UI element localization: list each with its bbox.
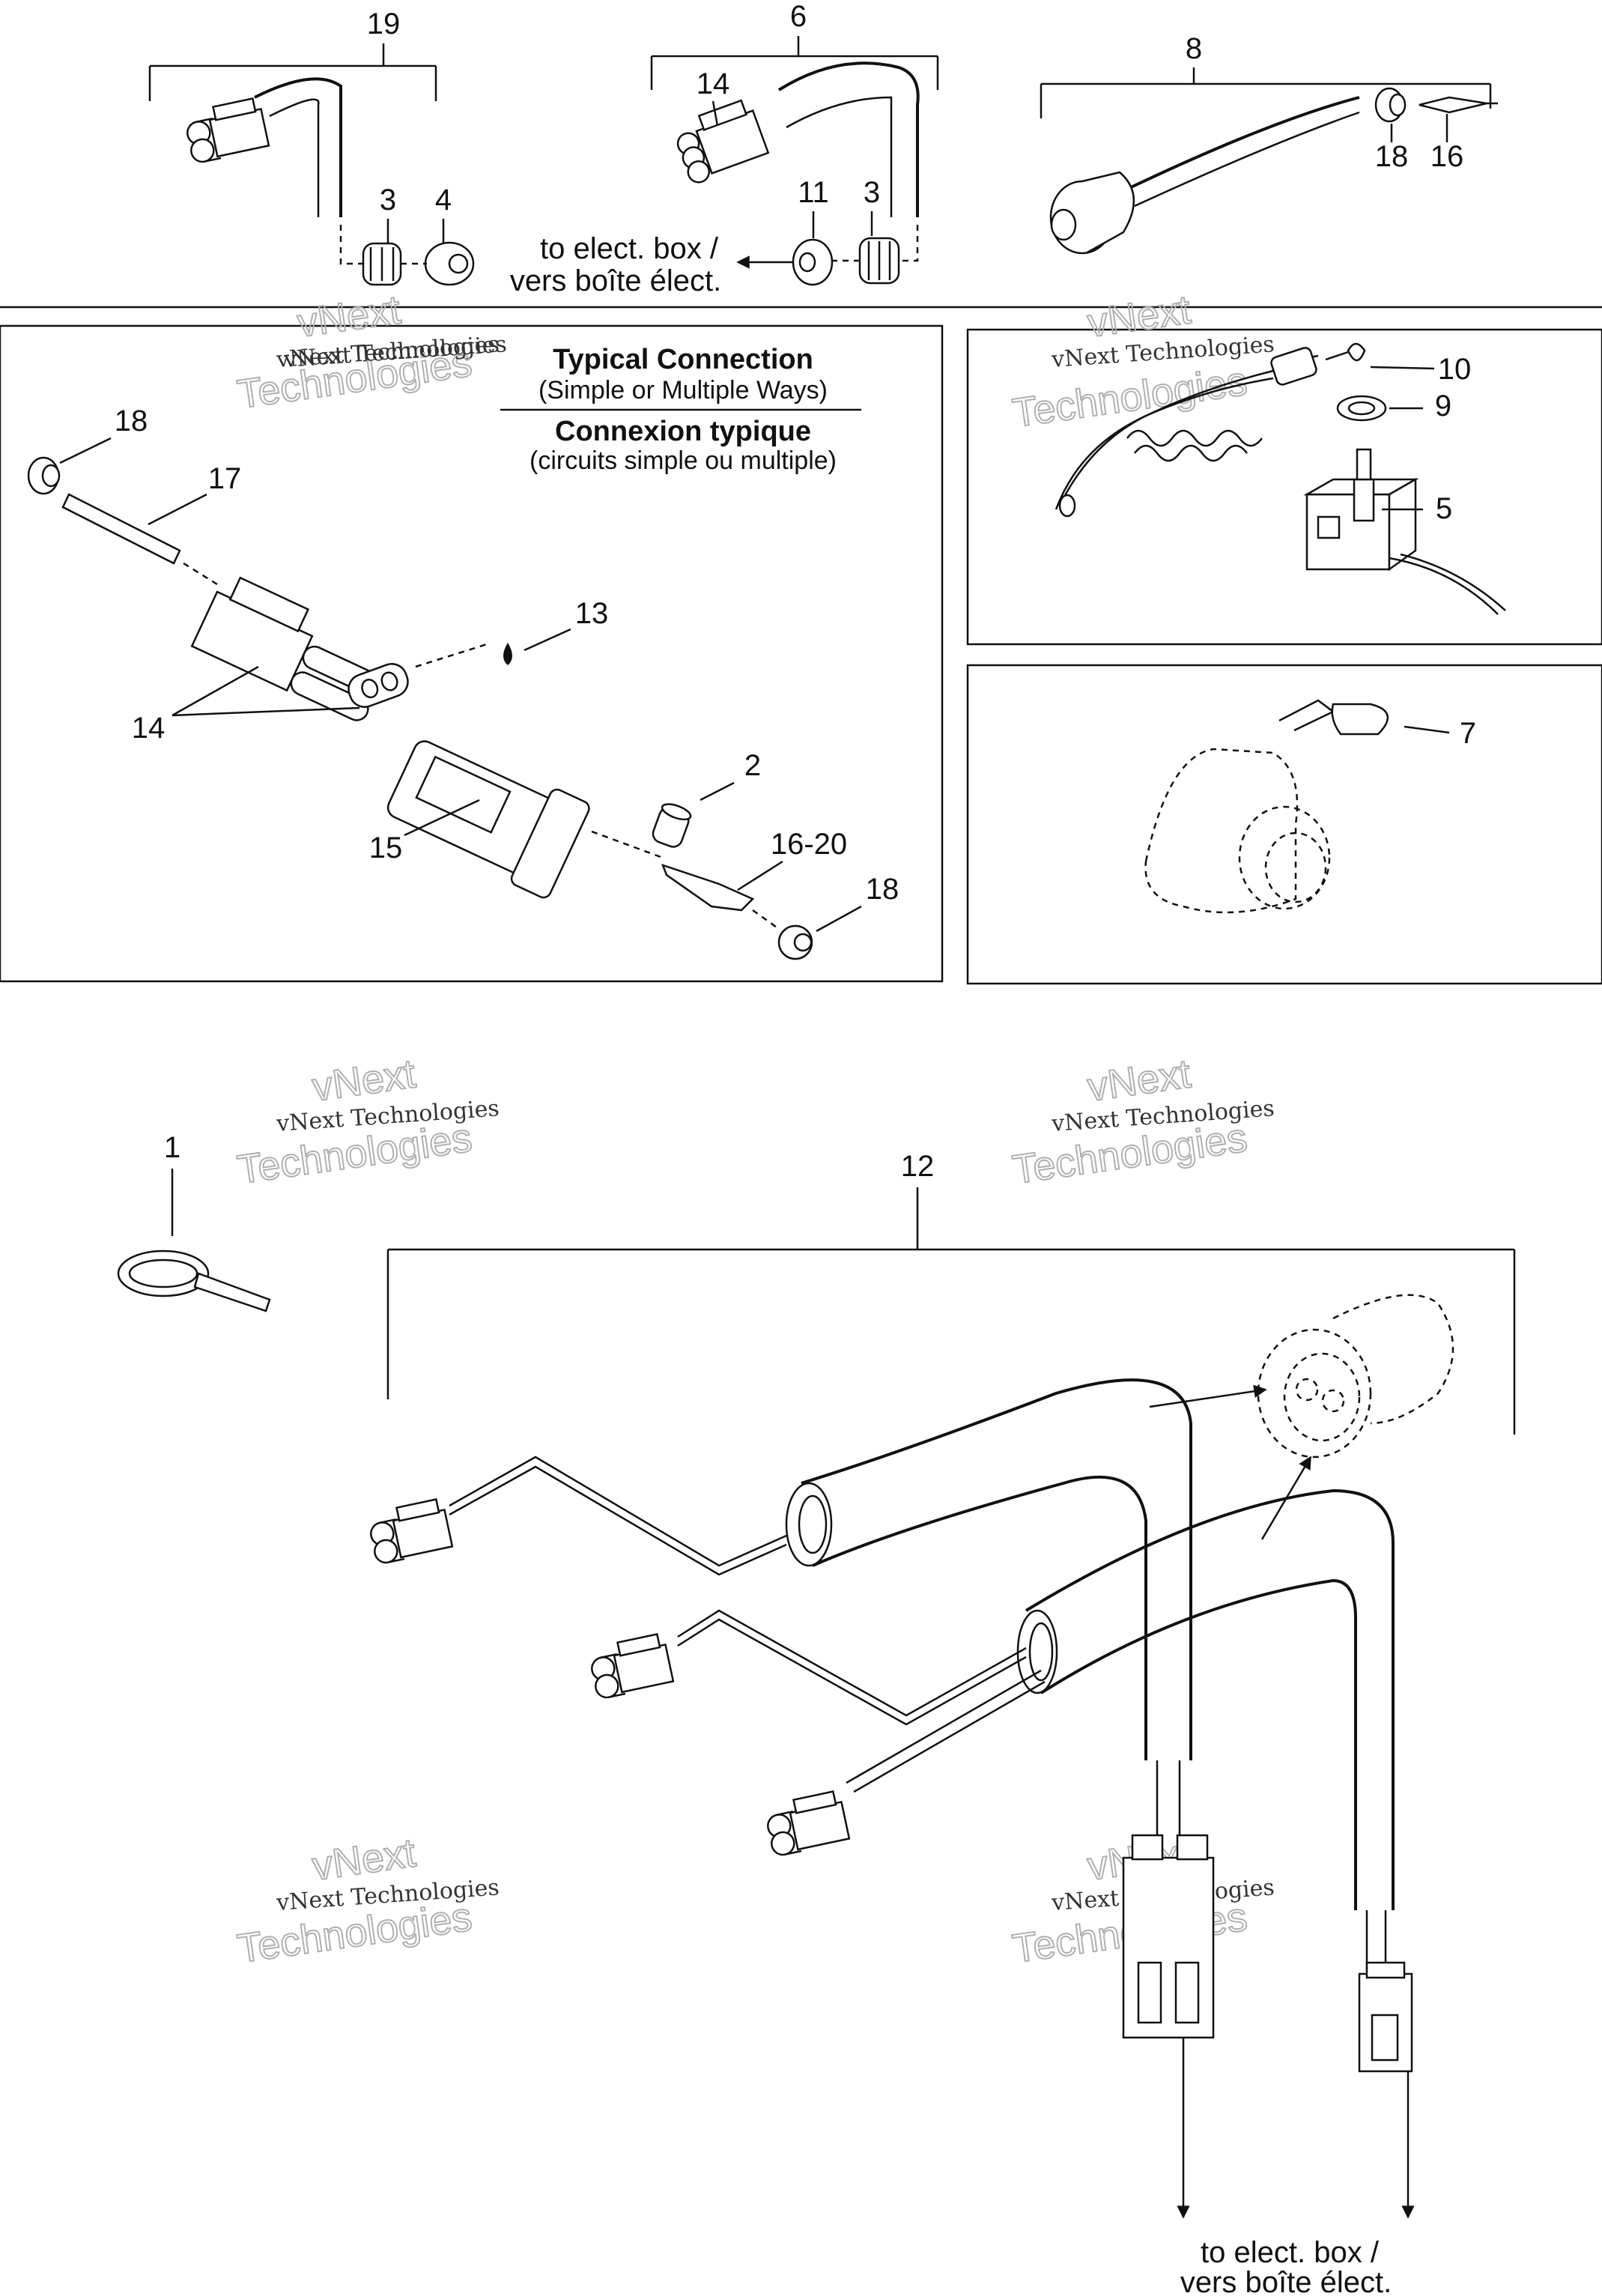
watermarks: vNext Technologies vNext TechnologiesvNe…: [234, 286, 1275, 1972]
callout-18b: 18: [115, 405, 148, 437]
key-10: [1325, 342, 1366, 362]
harness-connector-box: [1122, 1834, 1215, 2039]
callout-3a: 3: [380, 184, 396, 216]
callout-6: 6: [790, 0, 807, 33]
note-to-elect-box-bottom-2: vers boîte élect.: [1180, 2266, 1392, 2296]
svg-text:vNext: vNext: [1084, 1051, 1193, 1110]
switch-5: [1303, 448, 1506, 615]
terminal-16-20: [661, 863, 755, 912]
terminal-16-top: [1419, 96, 1498, 114]
svg-text:vNext: vNext: [309, 1830, 418, 1889]
harness-connector-b: [586, 1632, 675, 1700]
assembly-6: 6 14 11 3 to elect. box / vers boîte éle…: [510, 0, 939, 297]
callout-18a: 18: [1375, 140, 1409, 173]
svg-text:vNext: vNext: [1084, 287, 1193, 346]
callout-13: 13: [575, 597, 609, 630]
harness-connector-a: [365, 1497, 454, 1566]
harness-12: 12: [365, 1150, 1516, 2296]
callout-2: 2: [744, 749, 761, 782]
lanyard-clip: [1270, 347, 1317, 386]
assembly-8: 8 18 16: [1040, 32, 1498, 255]
seal-18-top: [1374, 87, 1407, 123]
socket-8: [1049, 171, 1135, 255]
callout-15: 15: [369, 832, 403, 864]
callout-14b: 14: [132, 712, 166, 745]
nut-3-top-right: [858, 237, 900, 285]
cap-panel: 7: [1144, 699, 1476, 914]
note-to-elect-box-bottom-1: to elect. box /: [1201, 2236, 1380, 2269]
callout-19: 19: [367, 7, 401, 40]
harness-socket-dashed: [1257, 1294, 1454, 1459]
grommet-4: [424, 241, 475, 286]
connector-19: [182, 96, 270, 165]
callout-4: 4: [435, 184, 452, 216]
callout-7: 7: [1460, 717, 1476, 750]
callout-5: 5: [1436, 492, 1452, 525]
nut-3-top-left: [362, 242, 402, 286]
typical-connection-title-en: Typical Connection: [553, 344, 813, 375]
callout-11: 11: [798, 176, 829, 209]
seal-exploded: [348, 663, 409, 708]
typical-connection-title-fr: Connexion typique: [555, 416, 811, 447]
callout-17: 17: [208, 462, 242, 495]
callout-18c: 18: [866, 873, 899, 906]
typical-connection-panel: Typical Connection (Simple or Multiple W…: [27, 344, 899, 960]
callout-14a: 14: [697, 67, 730, 100]
grommet-11: [792, 238, 834, 286]
assembly-19: 19 3 4: [148, 7, 475, 286]
callout-9: 9: [1435, 390, 1451, 422]
sleeve-2: [652, 803, 692, 848]
callout-16-20: 16-20: [771, 828, 847, 861]
callout-3b: 3: [864, 176, 880, 209]
harness-connector-c: [762, 1789, 851, 1858]
harness-connector-small: [1358, 1961, 1413, 2073]
nut-9: [1336, 395, 1387, 422]
svg-text:vNext: vNext: [309, 1051, 418, 1110]
callout-12: 12: [901, 1150, 935, 1183]
switch-panel: 10 9 5: [1055, 342, 1506, 615]
cable-tie-1: 1: [117, 1131, 271, 1312]
probe-17: [61, 493, 181, 565]
typical-connection-subtitle-en: (Simple or Multiple Ways): [538, 376, 828, 405]
callout-10: 10: [1438, 353, 1472, 386]
callout-16: 16: [1430, 140, 1464, 173]
cap-7: [1331, 703, 1389, 736]
note-to-elect-box-top-1: to elect. box /: [540, 232, 719, 265]
panel-frames: [0, 306, 1602, 985]
housing-15: [386, 740, 590, 899]
connector-6: [676, 99, 770, 184]
typical-connection-subtitle-fr: (circuits simple ou multiple): [530, 446, 837, 475]
callout-8: 8: [1186, 32, 1202, 65]
note-to-elect-box-top-2: vers boîte élect.: [510, 264, 721, 297]
callout-1: 1: [164, 1131, 180, 1164]
grease-13-icon: [503, 643, 512, 665]
